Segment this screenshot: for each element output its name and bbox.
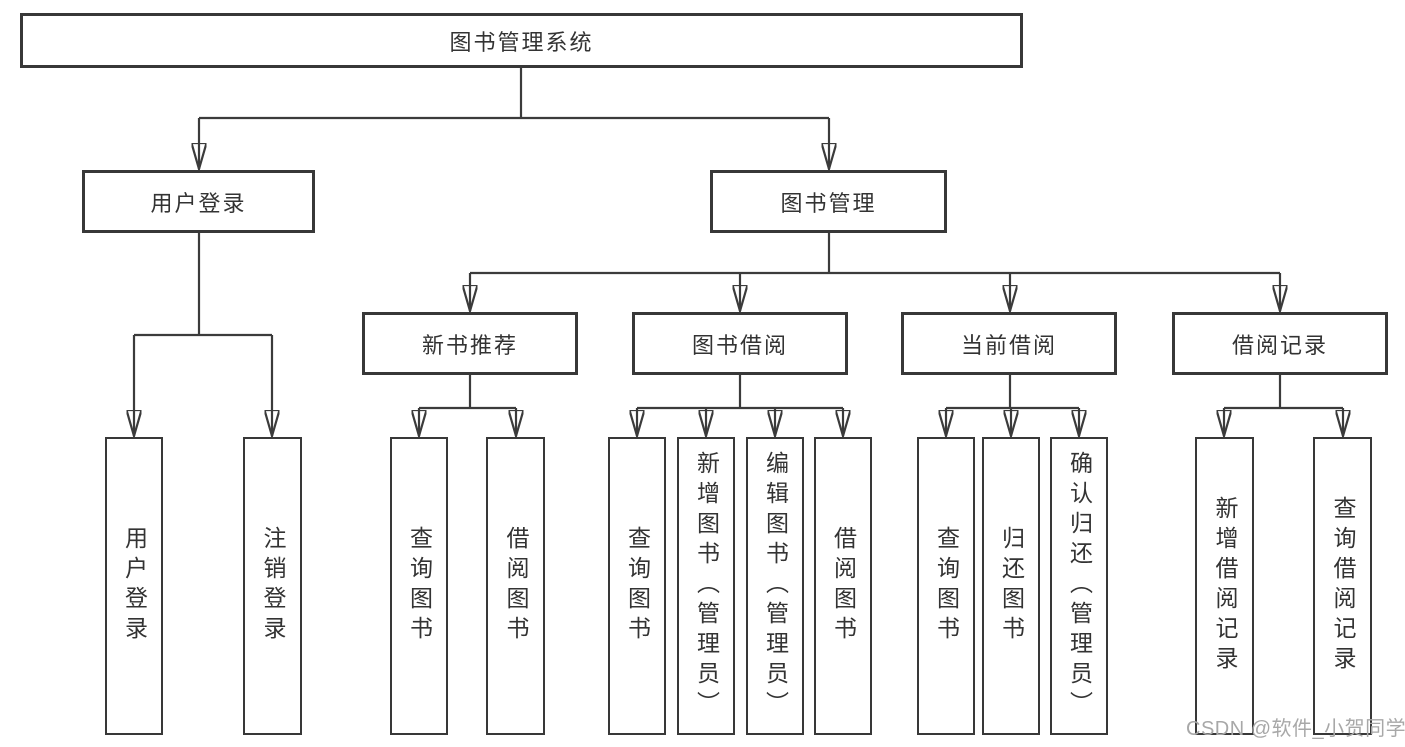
connector-book-management-rail [470, 233, 1280, 275]
connector-root-rail [199, 68, 829, 120]
node-label: 当前借阅 [960, 332, 1057, 358]
node-leaf-add-books-admin: 新增图书（管理员） [677, 437, 735, 735]
node-label: 确认归还（管理员） [1066, 451, 1093, 721]
node-label: 借阅图书 [830, 526, 857, 646]
node-leaf-confirm-return-admin: 确认归还（管理员） [1050, 437, 1108, 735]
node-label: 查询图书 [624, 526, 651, 646]
node-leaf-return-books: 归还图书 [982, 437, 1040, 735]
connector-book-borrow-rail [637, 375, 843, 410]
node-book-management: 图书管理 [710, 170, 947, 233]
node-label: 查询借阅记录 [1330, 496, 1356, 676]
connector-new-book-rail [419, 375, 516, 410]
node-leaf-query-borrow-record: 查询借阅记录 [1313, 437, 1372, 735]
node-label: 借阅记录 [1231, 332, 1328, 358]
node-label: 图书借阅 [691, 332, 788, 358]
node-label: 归还图书 [998, 526, 1025, 646]
node-label: 新书推荐 [421, 332, 518, 358]
node-leaf-borrow-books-recommend: 借阅图书 [486, 437, 545, 735]
connector-user-login-rail [134, 233, 272, 337]
node-label: 新增图书（管理员） [693, 451, 720, 721]
node-leaf-add-borrow-record: 新增借阅记录 [1195, 437, 1254, 735]
node-label: 用户登录 [150, 190, 247, 216]
node-leaf-query-books-recommend: 查询图书 [390, 437, 448, 735]
node-label: 新增借阅记录 [1212, 496, 1238, 676]
node-leaf-query-books-borrow: 查询图书 [608, 437, 666, 735]
node-new-book-recommend: 新书推荐 [362, 312, 578, 375]
node-label: 注销登录 [260, 526, 286, 646]
node-label: 图书管理系统 [449, 29, 594, 55]
node-book-management-system: 图书管理系统 [20, 13, 1023, 68]
node-label: 查询图书 [933, 526, 960, 646]
node-book-borrow: 图书借阅 [632, 312, 848, 375]
connector-current-borrow-rail [946, 375, 1079, 410]
node-leaf-user-login: 用户登录 [105, 437, 163, 735]
csdn-watermark: CSDN @软件_小贺同学 [1186, 718, 1405, 740]
node-current-borrow: 当前借阅 [901, 312, 1117, 375]
node-leaf-logout: 注销登录 [243, 437, 302, 735]
node-leaf-query-books-current: 查询图书 [917, 437, 975, 735]
node-label: 借阅图书 [503, 526, 529, 646]
connector-borrow-records-rail [1224, 375, 1343, 410]
node-label: 用户登录 [121, 526, 148, 646]
node-leaf-edit-books-admin: 编辑图书（管理员） [746, 437, 804, 735]
node-label: 查询图书 [406, 526, 433, 646]
node-label: 图书管理 [780, 190, 877, 216]
node-borrow-records: 借阅记录 [1172, 312, 1388, 375]
node-user-login: 用户登录 [82, 170, 315, 233]
node-leaf-borrow-books: 借阅图书 [814, 437, 872, 735]
node-label: 编辑图书（管理员） [762, 451, 789, 721]
